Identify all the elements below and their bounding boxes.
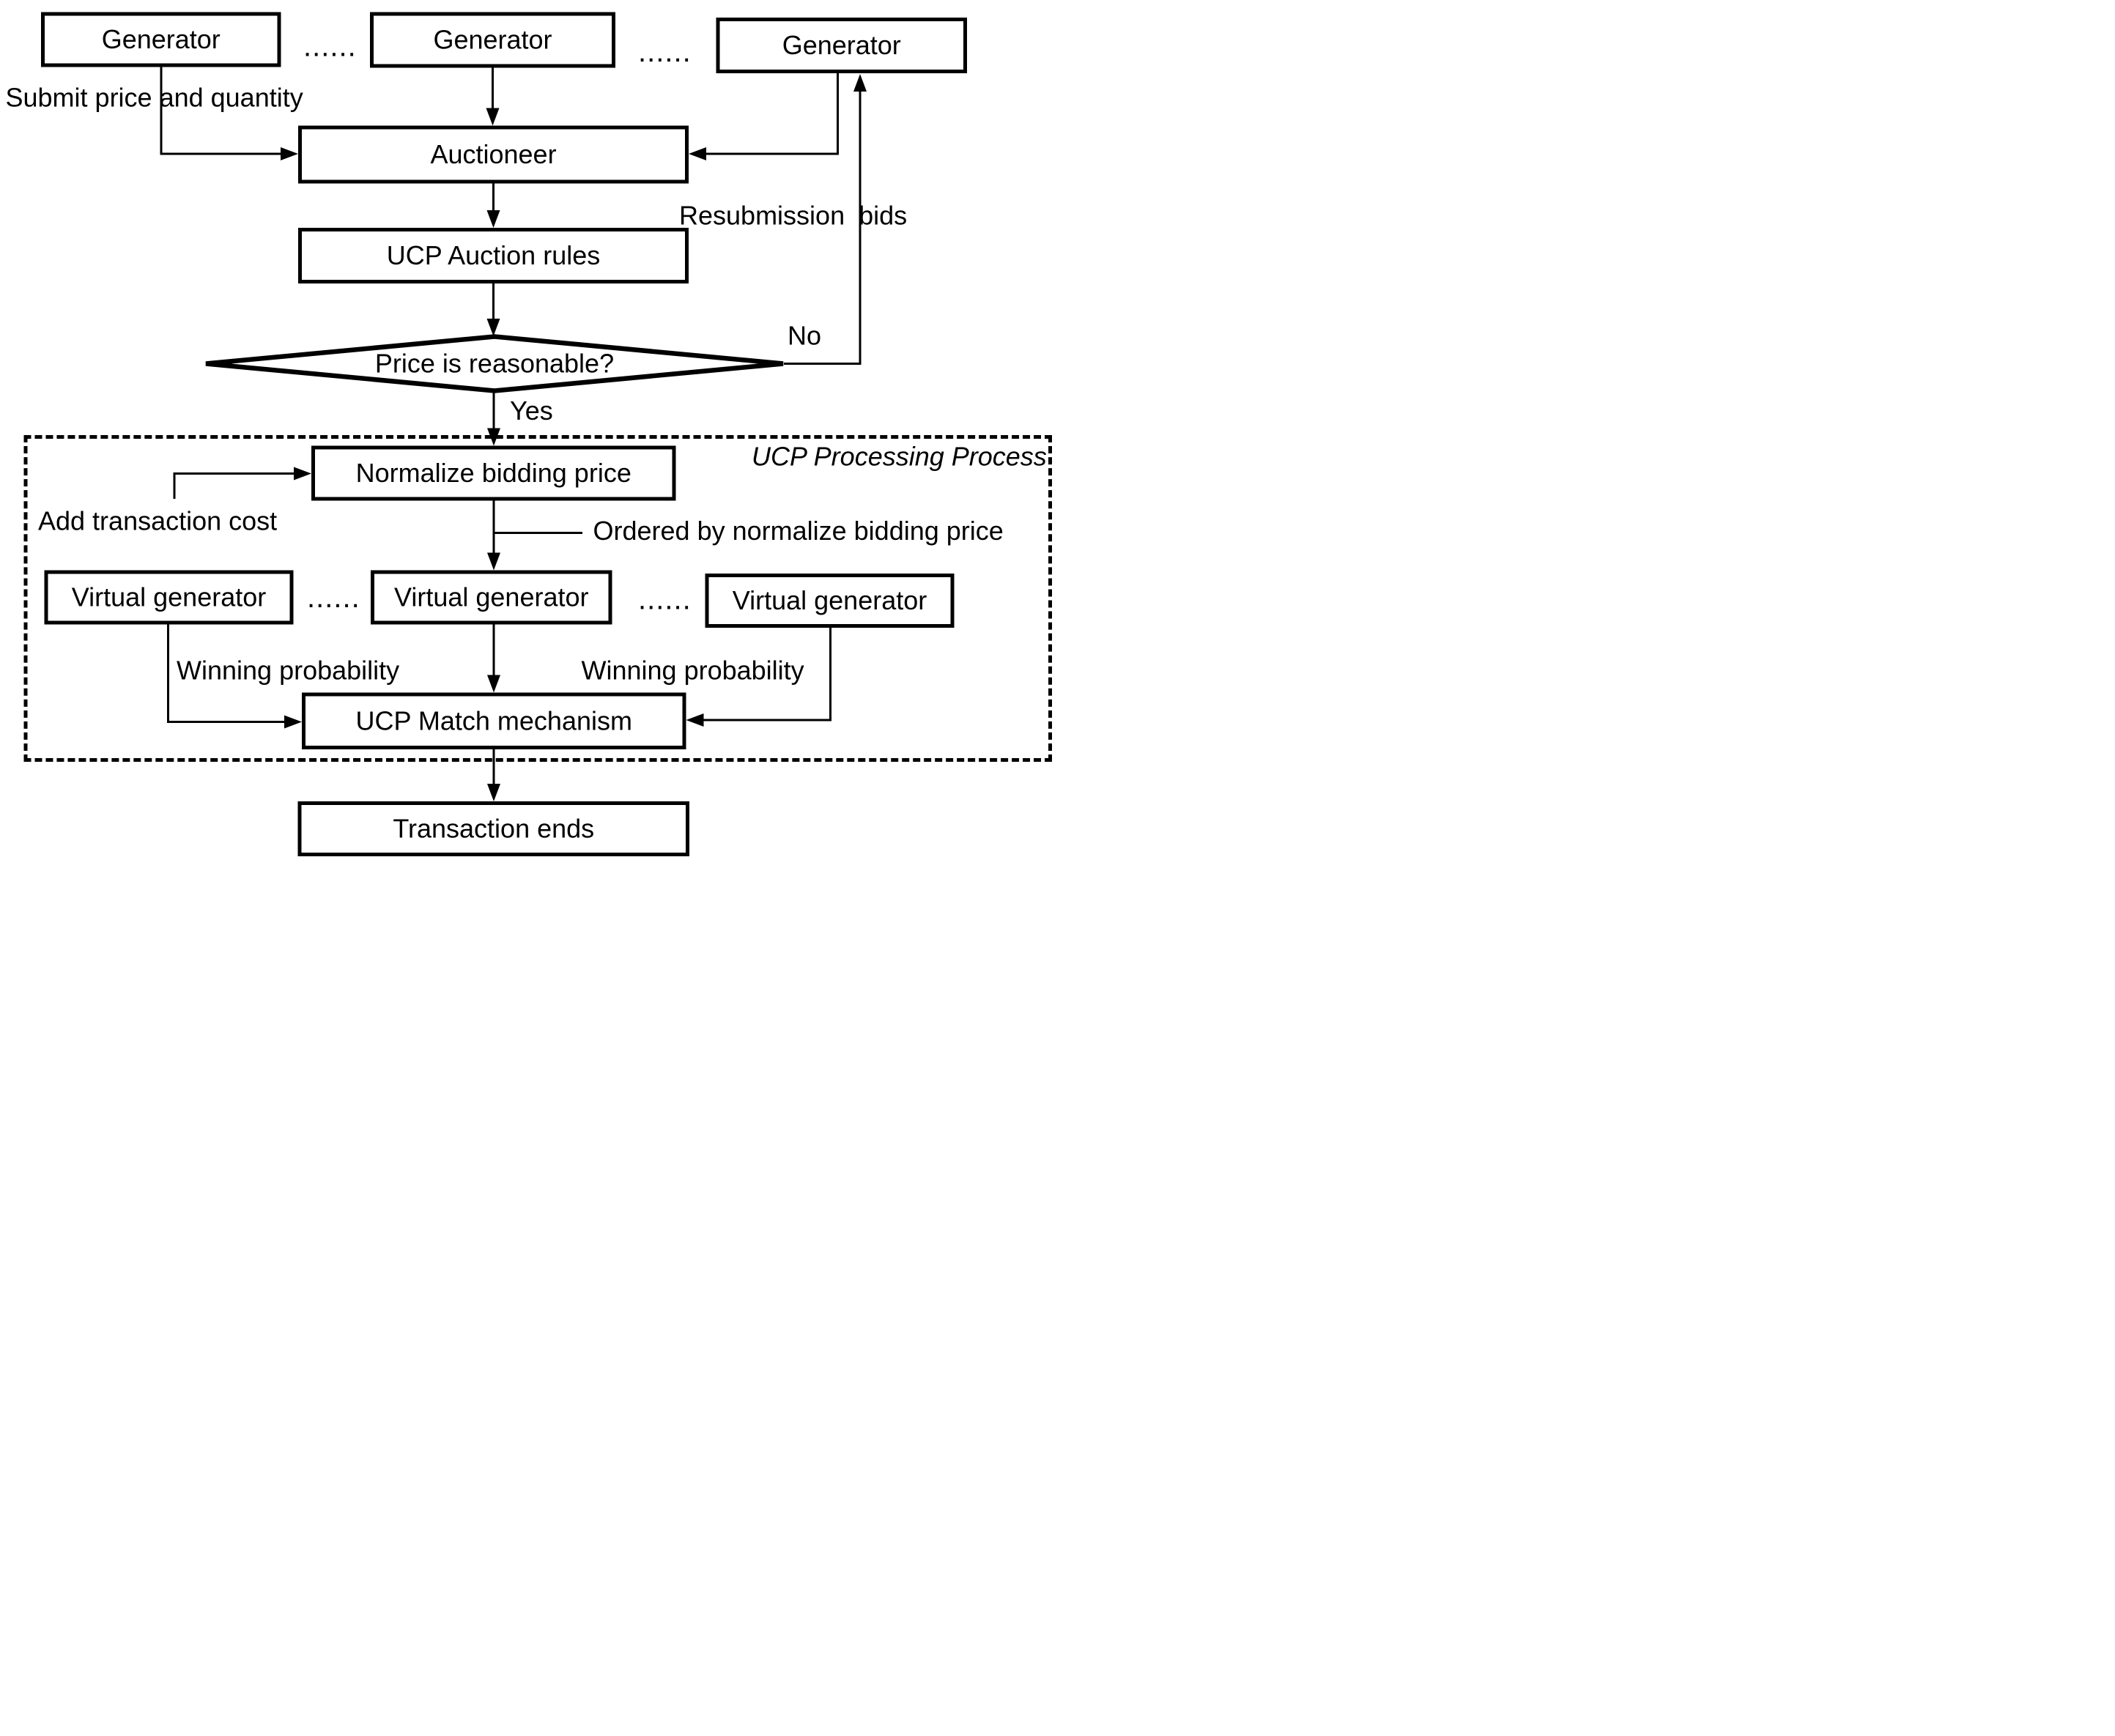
virtual-generator-3-node: Virtual generator (705, 574, 955, 628)
connector-vg1-down (167, 624, 169, 723)
connector-generator1-down (160, 67, 163, 155)
generator-3-node: Generator (716, 18, 967, 73)
flowchart-viewport: UCP Processing Process Generator ...... … (0, 0, 1058, 868)
yes-label: Yes (510, 396, 553, 426)
connector-ordered-branch (495, 532, 582, 534)
connector-vg1-right (167, 721, 286, 723)
generator-2-node: Generator (370, 12, 615, 68)
ucp-processing-region (23, 435, 1052, 762)
ucp-match-mechanism-node: UCP Match mechanism (302, 692, 686, 749)
generator-2-label: Generator (433, 25, 552, 55)
ellipsis-virtual-left: ...... (307, 581, 360, 614)
arrowhead-into-auctioneer-top (486, 108, 500, 126)
ucp-auction-flowchart: UCP Processing Process Generator ...... … (0, 0, 1058, 868)
normalize-bidding-price-label: Normalize bidding price (355, 459, 631, 488)
connector-vg3-down (829, 628, 831, 722)
connector-no-vertical (859, 90, 862, 365)
connector-auctioneer-rules (492, 183, 495, 212)
generator-1-node: Generator (41, 12, 281, 67)
connector-vg3-left (703, 719, 831, 722)
arrowhead-into-auctioneer-right (689, 147, 706, 160)
transaction-ends-label: Transaction ends (393, 814, 595, 844)
ellipsis-generators-left: ...... (303, 29, 357, 63)
connector-rules-diamond (492, 283, 495, 320)
arrowhead-into-match-top (487, 675, 500, 693)
no-label: No (788, 321, 822, 351)
resubmission-bids-label: Resubmission bids (679, 201, 908, 231)
ucp-auction-rules-label: UCP Auction rules (386, 241, 601, 270)
connector-addcost-vertical (173, 472, 176, 499)
arrowhead-into-rules (486, 210, 500, 228)
price-reasonable-label: Price is reasonable? (374, 349, 615, 379)
connector-addcost-horizontal (173, 472, 296, 475)
ellipsis-virtual-right: ...... (638, 582, 692, 616)
arrowhead-into-normalize (487, 428, 500, 446)
ellipsis-generators-right: ...... (638, 35, 692, 68)
connector-generator2-down (492, 67, 494, 110)
connector-vg2-down (492, 624, 495, 677)
arrowhead-into-transaction (487, 784, 500, 801)
ucp-auction-rules-node: UCP Auction rules (298, 228, 689, 283)
virtual-generator-1-label: Virtual generator (71, 582, 267, 612)
connector-generator3-left (705, 152, 838, 155)
virtual-generator-2-node: Virtual generator (371, 570, 612, 625)
winning-probability-right-label: Winning probability (581, 656, 804, 686)
arrowhead-into-generator3 (853, 74, 867, 92)
arrowhead-into-match-left (284, 715, 302, 729)
generator-3-label: Generator (782, 31, 901, 60)
auctioneer-node: Auctioneer (298, 125, 689, 184)
price-reasonable-diamond (205, 334, 784, 393)
connector-generator1-right (160, 152, 282, 155)
submit-price-quantity-label: Submit price and quantity (5, 83, 303, 113)
arrowhead-into-match-right (686, 713, 704, 727)
connector-match-down (492, 749, 495, 785)
ucp-match-mechanism-label: UCP Match mechanism (355, 706, 632, 736)
add-transaction-cost-label: Add transaction cost (38, 506, 278, 536)
arrowhead-into-diamond (486, 319, 500, 336)
generator-1-label: Generator (101, 25, 221, 54)
arrowhead-into-vg2 (487, 552, 500, 571)
transaction-ends-node: Transaction ends (297, 801, 689, 856)
virtual-generator-2-label: Virtual generator (394, 582, 589, 612)
auctioneer-label: Auctioneer (430, 140, 557, 169)
connector-yes-down (492, 389, 495, 431)
arrowhead-into-auctioneer-left (281, 147, 298, 160)
connector-normalize-down (492, 500, 495, 554)
winning-probability-left-label: Winning probability (177, 656, 400, 686)
connector-generator3-down (837, 73, 839, 155)
arrowhead-into-normalize-left (294, 467, 311, 481)
virtual-generator-1-node: Virtual generator (44, 570, 294, 625)
ucp-processing-region-label: UCP Processing Process (752, 442, 1047, 472)
ordered-by-price-label: Ordered by normalize bidding price (593, 516, 1004, 546)
connector-no-horizontal (784, 363, 862, 365)
virtual-generator-3-label: Virtual generator (732, 586, 927, 615)
normalize-bidding-price-node: Normalize bidding price (311, 445, 676, 501)
